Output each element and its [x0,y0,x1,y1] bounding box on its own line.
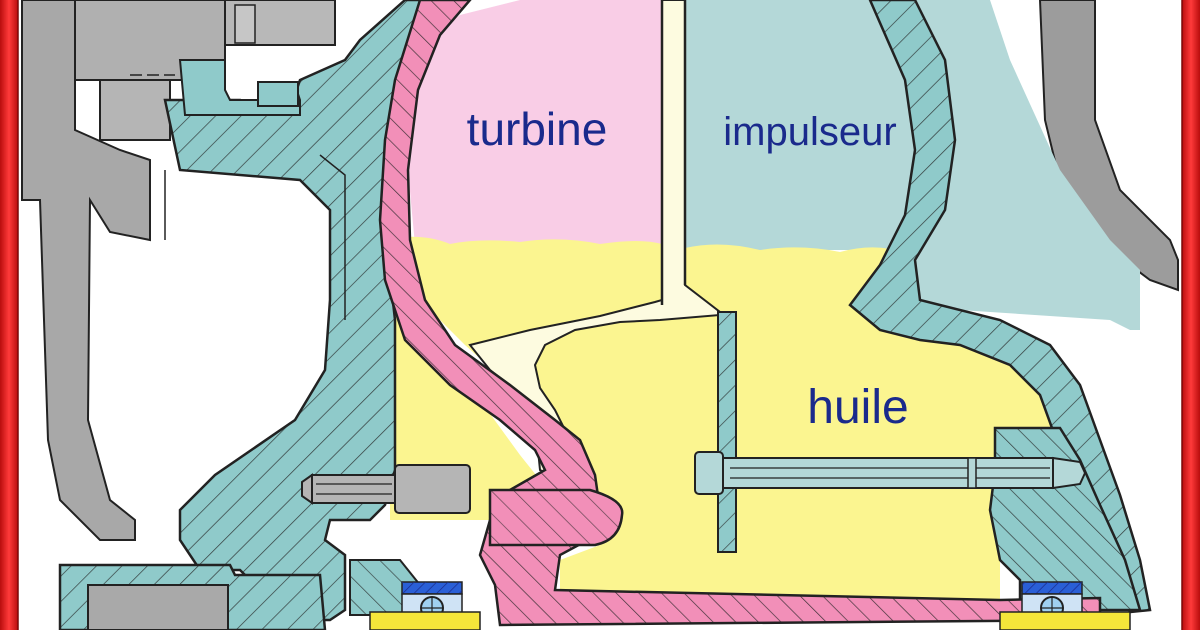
turbine-runner [378,0,1102,627]
turbine-region [408,0,662,250]
turbine-fill [408,0,662,250]
input-shaft-parts [21,0,336,541]
tie-bolt [694,451,1087,495]
housing [58,0,1152,630]
label-impulseur: impulseur [723,110,896,154]
small-bolt [301,464,471,514]
right-bearing [999,581,1131,630]
label-turbine: turbine [467,103,608,155]
label-huile: huile [807,381,908,434]
construction-lines [130,74,346,320]
impeller-blade [717,311,737,553]
left-bearing [369,581,481,630]
